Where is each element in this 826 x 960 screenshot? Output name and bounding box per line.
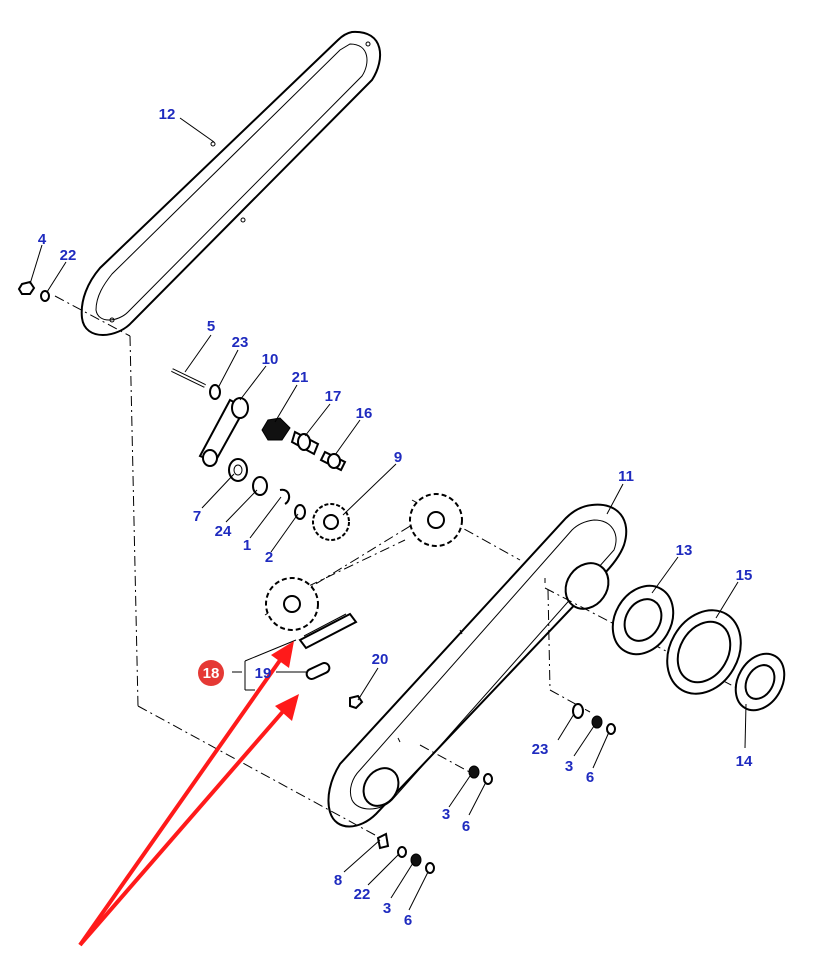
upper-chain-cover bbox=[80, 30, 382, 336]
bolt-20 bbox=[349, 694, 364, 710]
callout-8: 8 bbox=[334, 872, 342, 889]
callout-17: 17 bbox=[325, 388, 342, 405]
disc-14 bbox=[734, 652, 786, 712]
lower-chain-case bbox=[327, 503, 628, 828]
callout-labels: 12 4 22 5 23 10 21 17 16 9 7 24 1 2 11 1… bbox=[38, 106, 753, 929]
callout-9: 9 bbox=[394, 449, 402, 466]
callout-6-middle: 6 bbox=[462, 818, 470, 835]
indicator-arrows bbox=[78, 641, 299, 947]
callout-1: 1 bbox=[243, 537, 251, 554]
leader-lines bbox=[29, 117, 747, 911]
bolt-4-washer-22 bbox=[17, 280, 50, 302]
callout-5: 5 bbox=[207, 318, 215, 335]
callout-4: 4 bbox=[38, 231, 47, 248]
sprocket-9 bbox=[312, 503, 350, 541]
callout-20: 20 bbox=[372, 651, 389, 668]
callout-15: 15 bbox=[736, 567, 753, 584]
callout-10: 10 bbox=[262, 351, 279, 368]
callout-22-bottom: 22 bbox=[354, 886, 371, 903]
hardware-middle bbox=[468, 765, 493, 785]
hardware-bottom bbox=[376, 832, 435, 874]
callout-18-text: 18 bbox=[203, 665, 220, 682]
callout-16: 16 bbox=[356, 405, 373, 422]
callout-3-middle: 3 bbox=[442, 806, 450, 823]
callout-11: 11 bbox=[618, 468, 634, 485]
tensioner-assembly bbox=[171, 368, 347, 520]
callout-24: 24 bbox=[215, 523, 232, 540]
disc-15 bbox=[666, 609, 742, 695]
callout-3-right: 3 bbox=[565, 758, 573, 775]
roller-chain bbox=[298, 612, 358, 650]
sprocket-upper bbox=[409, 493, 463, 547]
callout-23-right: 23 bbox=[532, 741, 549, 758]
callout-22-top: 22 bbox=[60, 247, 77, 264]
callout-3-bottom: 3 bbox=[383, 900, 391, 917]
callout-21: 21 bbox=[292, 369, 309, 386]
callout-7: 7 bbox=[193, 508, 201, 525]
callout-23-top: 23 bbox=[232, 334, 249, 351]
callout-19: 19 bbox=[255, 665, 272, 682]
callout-12: 12 bbox=[159, 106, 176, 123]
callout-2: 2 bbox=[265, 549, 273, 566]
hardware-right bbox=[572, 703, 616, 735]
disc-13 bbox=[611, 584, 675, 656]
callout-13: 13 bbox=[676, 542, 693, 559]
connecting-link bbox=[305, 662, 331, 680]
highlighted-callout-18[interactable]: 18 bbox=[198, 660, 224, 686]
sprocket-lower bbox=[265, 577, 319, 631]
callout-14: 14 bbox=[736, 753, 753, 770]
callout-6-right: 6 bbox=[586, 769, 594, 786]
callout-6-bottom: 6 bbox=[404, 912, 412, 929]
